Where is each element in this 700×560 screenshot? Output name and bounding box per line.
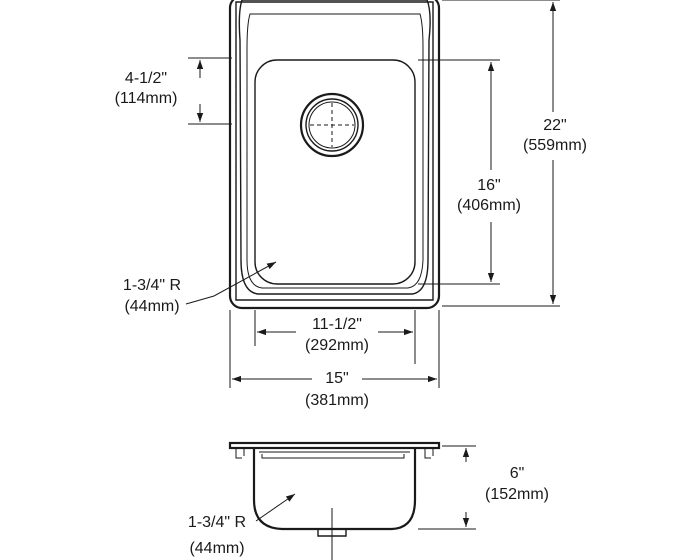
bowl-width-metric: (292mm): [305, 337, 369, 354]
corner-radius-side-imperial: 1-3/4" R: [188, 514, 246, 531]
sink-side-view: [228, 441, 441, 560]
sink-side-bowl: [252, 448, 417, 531]
sink-side-rim-detail: [261, 454, 405, 459]
sink-outer-rim: [228, 0, 441, 310]
sink-plan-view: [228, 0, 441, 310]
sink-length-metric: (559mm): [523, 137, 587, 154]
corner-radius-plan-imperial: 1-3/4" R: [123, 277, 181, 294]
sink-rim-inner-line: [235, 1, 434, 301]
dimension-drain-offset: 4-1/2" (114mm): [115, 57, 232, 125]
corner-radius-plan-metric: (44mm): [124, 298, 179, 315]
sink-bowl-outline: [254, 59, 416, 285]
sink-deck-flange: [238, 0, 431, 295]
drain-offset-imperial: 4-1/2": [125, 70, 167, 87]
drain-offset-metric: (114mm): [115, 90, 178, 107]
sink-deck-inner-line: [246, 13, 424, 289]
bowl-width-imperial: 11-1/2": [312, 316, 362, 333]
dimension-bowl-width: 11-1/2" (292mm): [254, 310, 416, 364]
dimension-corner-radius-side: 1-3/4" R (44mm): [188, 493, 296, 557]
bowl-length-metric: (406mm): [457, 197, 521, 214]
sink-side-flange: [228, 441, 441, 450]
sink-width-imperial: 15": [325, 370, 348, 387]
mounting-clip-right: [424, 448, 434, 459]
sink-width-metric: (381mm): [305, 392, 369, 409]
sink-length-imperial: 22": [543, 117, 566, 134]
dimension-sink-width: 15" (381mm): [229, 310, 440, 409]
dimension-bowl-length: 16" (406mm): [418, 59, 521, 285]
bowl-depth-imperial: 6": [510, 465, 525, 482]
drain-icon: [299, 92, 365, 158]
dimension-bowl-depth: 6" (152mm): [418, 445, 549, 530]
bowl-depth-metric: (152mm): [485, 486, 549, 503]
mounting-clip-left: [235, 448, 245, 459]
dimension-corner-radius-plan: 1-3/4" R (44mm): [123, 261, 277, 315]
corner-radius-side-metric: (44mm): [189, 540, 244, 557]
bowl-length-imperial: 16": [477, 177, 500, 194]
dimension-sink-length: 22" (559mm): [442, 0, 587, 307]
